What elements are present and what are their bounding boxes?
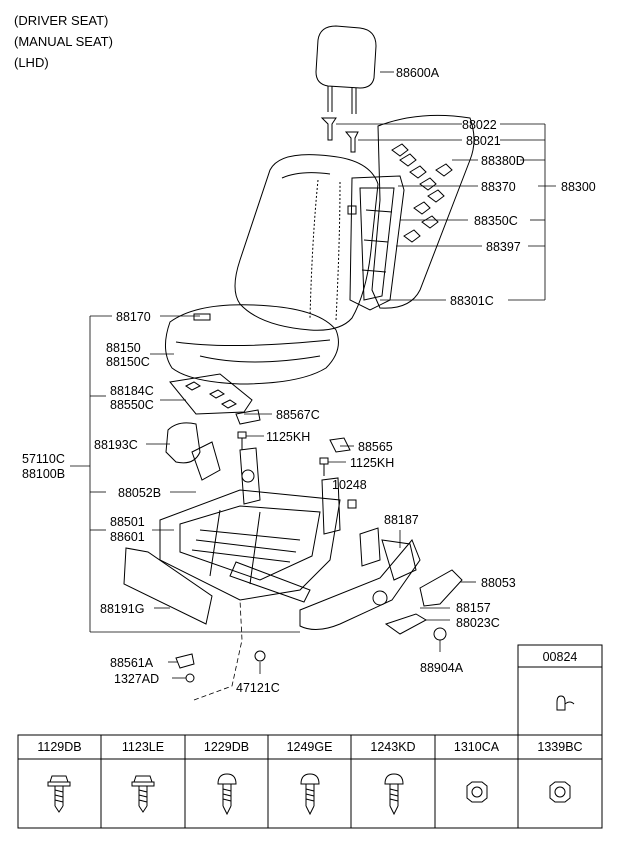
nut-icon — [549, 781, 571, 803]
bolt-drawings — [237, 431, 357, 509]
fastener-table-grid — [17, 734, 603, 829]
seat-frame-drawing — [159, 447, 341, 603]
side-box-code: 00824 — [542, 650, 578, 664]
part-label: 88184C — [110, 384, 154, 398]
part-label: 88350C — [474, 214, 518, 228]
bracket-drawings — [165, 409, 351, 481]
part-label: 88187 — [384, 513, 419, 527]
fastener-code: 1310CA — [453, 740, 500, 754]
screw-icon — [217, 773, 237, 816]
back-cover-drawing — [234, 154, 379, 331]
header-manual-seat: (MANUAL SEAT) — [14, 34, 113, 49]
back-panel-drawing — [371, 114, 475, 309]
part-label: 88023C — [456, 616, 500, 630]
fastener-code: 1339BC — [537, 740, 583, 754]
header-lhd: (LHD) — [14, 55, 49, 70]
part-label: 88150C — [106, 355, 150, 369]
part-label: 88191G — [100, 602, 145, 616]
fastener-code: 1229DB — [203, 740, 250, 754]
part-label: 88022 — [462, 118, 497, 132]
fastener-code: 1123LE — [121, 740, 165, 754]
part-label: 88150 — [106, 341, 141, 355]
cushion-pad-drawing — [169, 373, 253, 415]
front-trim-drawing — [123, 547, 213, 625]
part-label: 88565 — [358, 440, 393, 454]
flange-bolt-icon — [47, 775, 71, 813]
cushion-cover-drawing — [165, 304, 339, 385]
part-label: 88052B — [118, 486, 162, 500]
part-label: 88193C — [94, 438, 138, 452]
screw-icon — [300, 773, 320, 816]
fastener-code: 1249GE — [286, 740, 333, 754]
flange-bolt-icon — [131, 775, 155, 813]
part-label: 1327AD — [114, 672, 160, 686]
leader-lines — [70, 71, 556, 701]
part-label: 88904A — [420, 661, 464, 675]
part-label: 88567C — [276, 408, 320, 422]
nut-icon — [466, 781, 488, 803]
part-label: 88157 — [456, 601, 491, 615]
part-label: 88380D — [481, 154, 525, 168]
part-label: 88170 — [116, 310, 151, 324]
part-label: 47121C — [236, 681, 280, 695]
lever-drawings — [384, 569, 463, 641]
part-label: 88501 — [110, 515, 145, 529]
part-label: 88550C — [110, 398, 154, 412]
part-label: 88370 — [481, 180, 516, 194]
part-label: 88100B — [22, 467, 66, 481]
part-label: 10248 — [332, 478, 367, 492]
part-label: 88301C — [450, 294, 494, 308]
part-label: 88021 — [466, 134, 501, 148]
clip-drawings — [175, 650, 266, 683]
part-label: 88397 — [486, 240, 521, 254]
side-shield-drawing — [299, 527, 421, 630]
part-label: 88300 — [561, 180, 596, 194]
headrest-guide-drawings — [320, 117, 359, 153]
fastener-code: 1129DB — [37, 740, 82, 754]
part-label: 88601 — [110, 530, 145, 544]
part-label: 57110C — [22, 452, 65, 466]
part-label: 1125KH — [350, 456, 395, 470]
part-label: 1125KH — [266, 430, 311, 444]
part-label: 88600A — [396, 66, 440, 80]
screw-icon — [384, 773, 404, 816]
header-driver-seat: (DRIVER SEAT) — [14, 13, 109, 28]
fastener-code: 1243KD — [370, 740, 416, 754]
part-label: 88561A — [110, 656, 154, 670]
part-label: 88053 — [481, 576, 516, 590]
headrest-drawing — [315, 25, 377, 114]
